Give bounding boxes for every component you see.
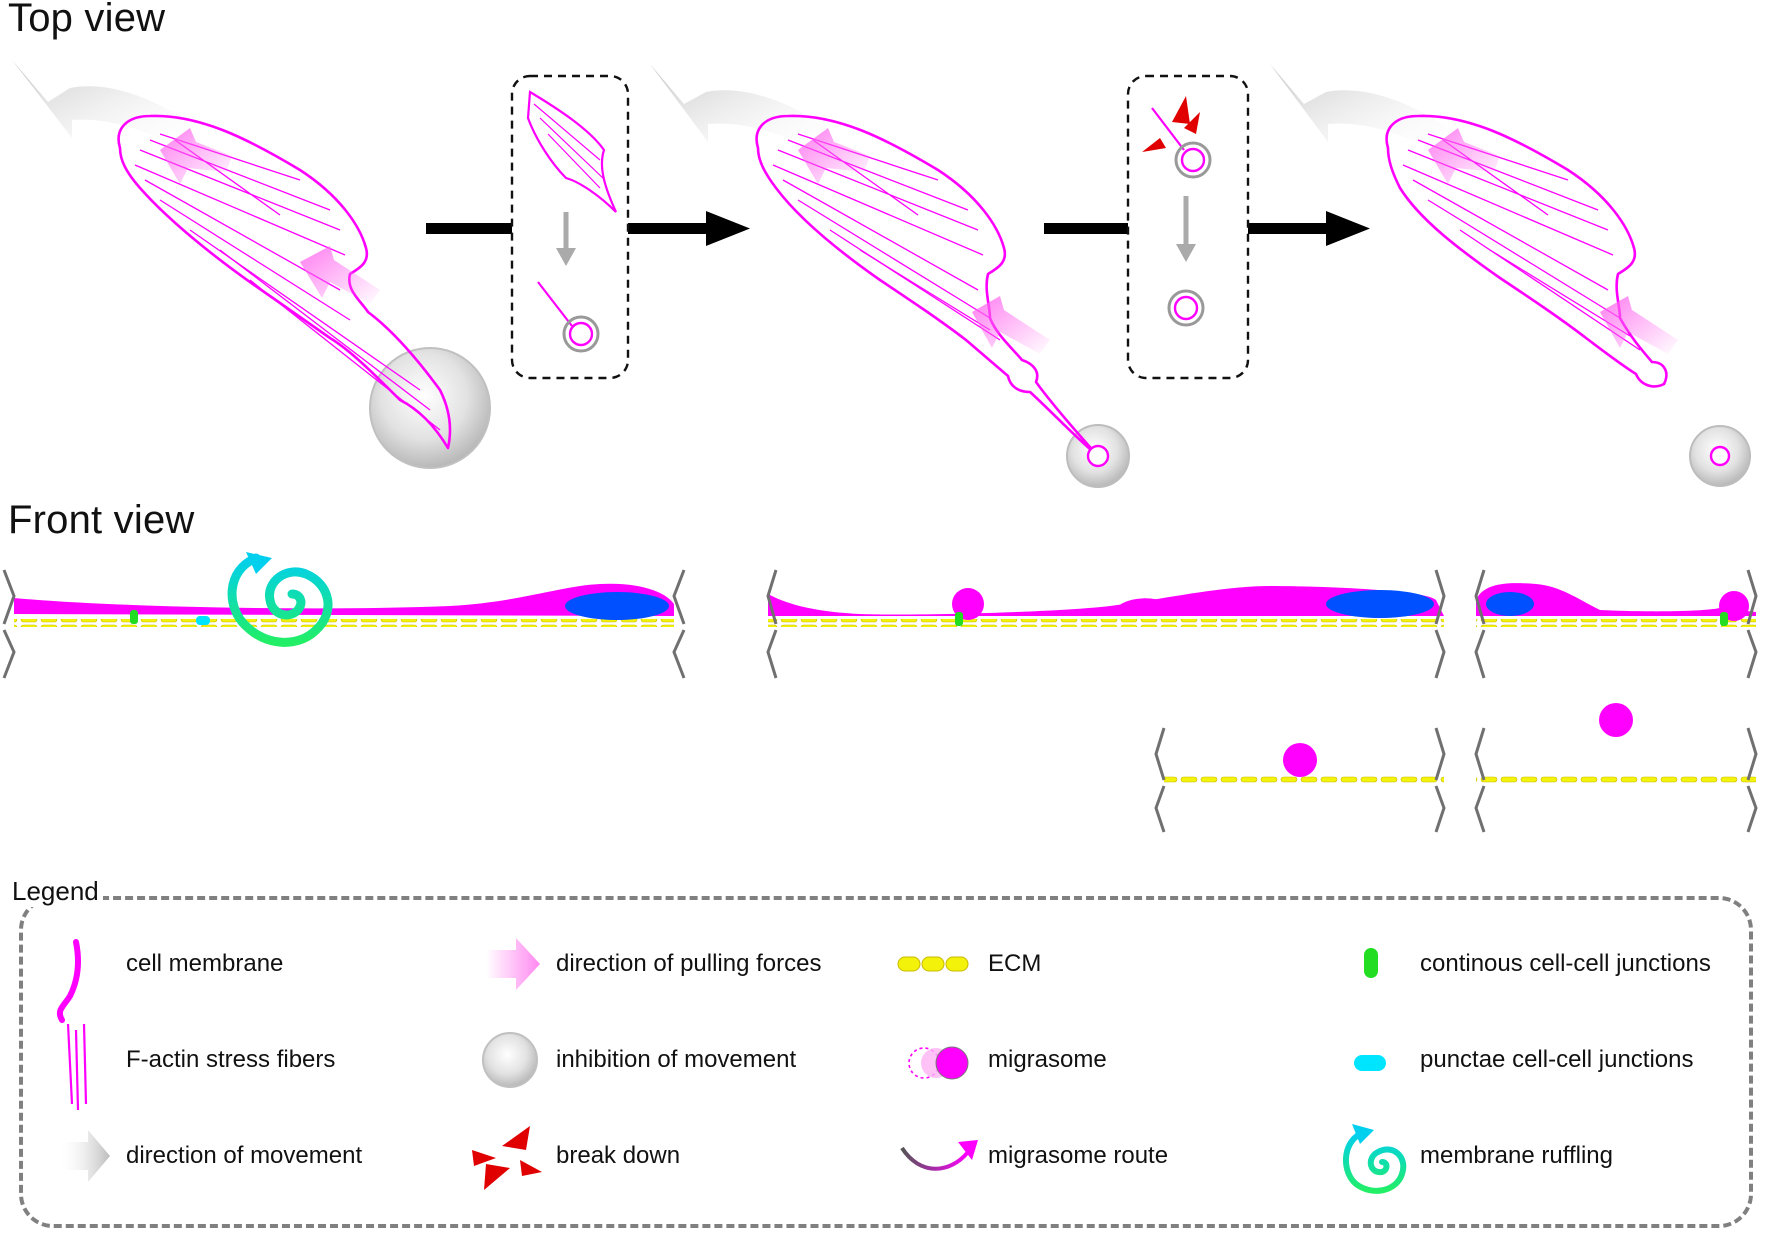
pulling-force-3a (1428, 128, 1500, 184)
legend-label-migrasome: migrasome (988, 1046, 1107, 1073)
punctae-junction-1 (196, 616, 210, 625)
nucleus-2 (1326, 590, 1434, 618)
pulling-force-1b (300, 246, 380, 304)
movement-arrow-icon (58, 1130, 110, 1182)
top-cell-3 (1270, 64, 1751, 487)
pulling-force-arrow-icon (486, 938, 540, 990)
legend-label-continuous-junctions: continous cell-cell junctions (1420, 950, 1711, 977)
top-view-title: Top view (8, 0, 166, 40)
legend-label-cell-membrane: cell membrane (126, 950, 284, 977)
migrasome-front-5 (1599, 703, 1633, 737)
inset-box-1 (510, 74, 630, 380)
inset-migrasome-2 (1173, 295, 1199, 321)
front-panel-5 (1474, 703, 1758, 833)
movement-arrow-1 (12, 60, 200, 150)
continuous-junction-icon (1364, 948, 1378, 978)
continuous-junction-3 (1720, 612, 1728, 626)
legend-box (19, 896, 1753, 1228)
inset-box-2 (1126, 74, 1250, 380)
migrasome-2 (1086, 444, 1110, 468)
membrane-ruffling-1 (227, 553, 333, 647)
front-panel-3 (1474, 569, 1758, 679)
cell-membrane-2 (755, 114, 1100, 458)
legend-title: Legend (8, 876, 103, 907)
legend-label-punctae-junctions: punctae cell-cell junctions (1420, 1046, 1694, 1073)
cell-membrane-1 (117, 114, 452, 450)
pulling-force-3b (1600, 296, 1678, 354)
movement-arrow-2 (650, 64, 836, 154)
inset-break-down-icon (1142, 96, 1200, 152)
migrasome-route-icon (900, 1140, 978, 1171)
migrasome-3 (1709, 445, 1731, 467)
front-cell-3 (1476, 583, 1756, 616)
pulling-force-1a (160, 128, 232, 184)
inhibition-sphere-1 (369, 347, 491, 469)
ecm-layer-2 (768, 619, 1444, 627)
front-cell-2 (768, 586, 1444, 616)
front-panel-1 (2, 552, 686, 679)
legend-label-inhibition: inhibition of movement (556, 1046, 797, 1073)
inhibition-sphere-icon (482, 1032, 538, 1088)
movement-arrow-3 (1270, 64, 1456, 154)
punctae-junction-icon (1354, 1055, 1386, 1071)
ecm-layer-1 (14, 619, 674, 627)
legend-label-stress-fibers: F-actin stress fibers (126, 1046, 336, 1073)
front-panel-4 (1154, 727, 1446, 833)
top-cell-1 (12, 60, 491, 469)
inset-grey-arrow-2 (1176, 244, 1196, 262)
inset-migrasome-1 (568, 321, 594, 347)
stress-fibers-icon (66, 1023, 88, 1111)
front-cell-1 (14, 583, 674, 616)
ecm-layer-5 (1476, 776, 1756, 784)
legend-label-migrasome-route: migrasome route (988, 1142, 1169, 1169)
migrasome-icon (908, 1046, 969, 1080)
legend-label-movement: direction of movement (126, 1142, 363, 1169)
continuous-junction-2 (955, 612, 963, 626)
legend-label-membrane-ruffling: membrane ruffling (1420, 1142, 1613, 1169)
legend-label-ecm: ECM (988, 950, 1042, 977)
top-cell-2 (650, 64, 1130, 488)
nucleus-3 (1486, 592, 1534, 616)
ecm-layer-3 (1476, 619, 1756, 627)
legend-label-pulling-forces: direction of pulling forces (556, 950, 822, 977)
ecm-icon (897, 956, 969, 972)
ecm-layer-4 (1164, 776, 1444, 784)
process-arrow-2 (1044, 211, 1370, 246)
pulling-force-2a (798, 128, 870, 184)
migrasome-front-4 (1283, 743, 1317, 777)
front-panel-2 (766, 569, 1446, 679)
inset-grey-arrow-1 (556, 248, 576, 266)
front-view-title: Front view (8, 498, 195, 542)
break-down-icon (472, 1126, 542, 1190)
continuous-junction-1 (130, 610, 138, 624)
cell-membrane-3 (1385, 114, 1668, 388)
pulling-force-2b (972, 296, 1050, 354)
membrane-ruffling-icon (1342, 1124, 1407, 1194)
nucleus-1 (565, 592, 669, 620)
cell-membrane-icon (56, 939, 81, 1023)
legend-label-break-down: break down (556, 1142, 681, 1169)
process-arrow-1 (426, 211, 750, 246)
inset-cell-retraction (526, 90, 618, 213)
